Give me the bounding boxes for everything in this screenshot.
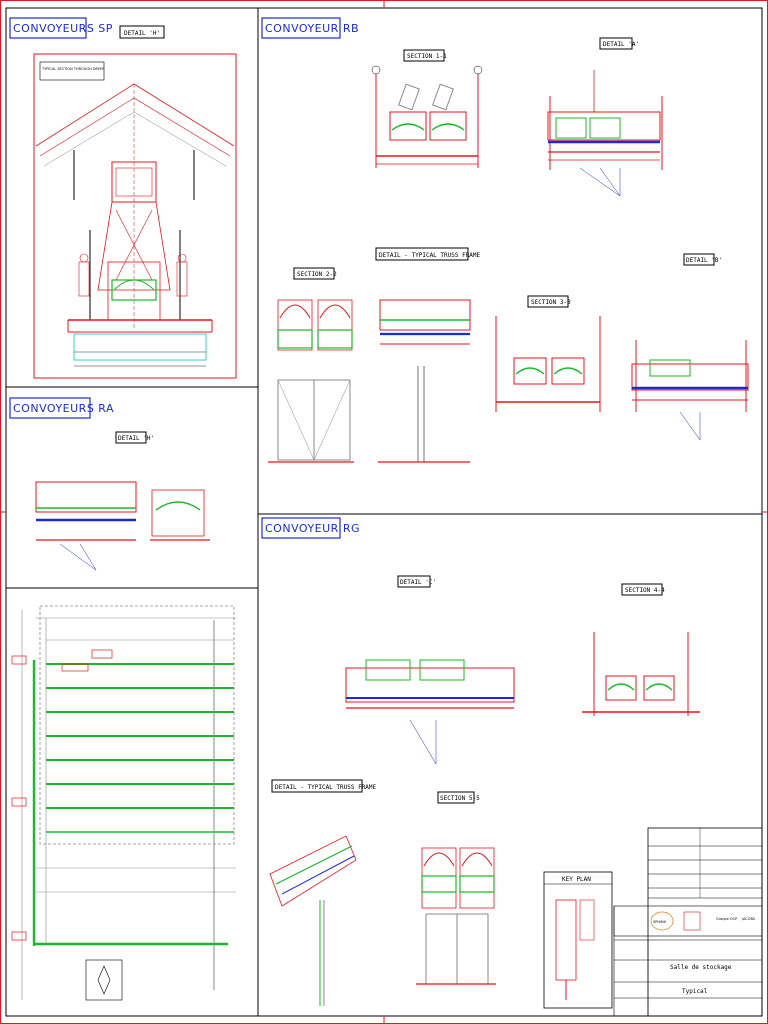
- rg-detail-c-title: DETAIL 'C': [400, 579, 436, 586]
- logo-sphinx: SPHINX: [653, 920, 667, 924]
- rb-detail-a-title: DETAIL 'A': [603, 41, 639, 48]
- sp-dryer-section: DETAIL 'H' TYPICAL SECTION THROUGH DRYER: [33, 25, 237, 379]
- section-header-rb: CONVOYEUR RB: [261, 17, 359, 39]
- rg-truss-frame: DETAIL - TYPICAL TRUSS FRAME: [269, 779, 377, 1006]
- rb-truss-title: DETAIL - TYPICAL TRUSS FRAME: [379, 252, 481, 259]
- rg-section-4: SECTION 4-4: [582, 583, 700, 716]
- ra-detail: DETAIL 'H': [35, 431, 210, 571]
- section-title-rg: CONVOYEUR RG: [265, 522, 360, 535]
- rb-truss-frame: DETAIL - TYPICAL TRUSS FRAME: [375, 247, 481, 463]
- key-plan: KEY PLAN: [543, 871, 613, 1009]
- section-header-sp: CONVOYEURS SP: [9, 17, 113, 39]
- rg-detail-c: DETAIL 'C': [345, 575, 515, 765]
- rb-section-3: SECTION 3-3: [495, 295, 601, 412]
- sp-note: TYPICAL SECTION THROUGH DRYER: [41, 67, 105, 71]
- ra-detail-title: DETAIL 'H': [118, 435, 154, 442]
- key-plan-title: KEY PLAN: [562, 876, 591, 883]
- rg-section-5-title: SECTION 5-5: [440, 795, 480, 802]
- section-title-rb: CONVOYEUR RB: [265, 22, 359, 35]
- drawing-title: Salle de stockage: [670, 964, 732, 971]
- section-header-ra: CONVOYEURS RA: [9, 397, 114, 419]
- sp-detail-title: DETAIL 'H': [124, 30, 160, 37]
- rg-section-4-title: SECTION 4-4: [625, 587, 665, 594]
- section-header-rg: CONVOYEUR RG: [261, 517, 360, 539]
- client-logo: [683, 911, 701, 931]
- north-arrow-icon: [97, 965, 111, 995]
- rb-section-2: SECTION 2-2: [268, 267, 354, 463]
- logo-jacobs: JACOBS: [741, 917, 756, 921]
- logo-ocp: Groupe OCP: [716, 917, 737, 921]
- rg-truss-title: DETAIL - TYPICAL TRUSS FRAME: [275, 784, 377, 791]
- rb-section-1: SECTION 1-1: [371, 49, 483, 168]
- rb-section-1-title: SECTION 1-1: [407, 53, 447, 60]
- title-block: SPHINX Groupe OCP JACOBS Salle de stocka…: [613, 827, 763, 1017]
- general-plan: [11, 605, 236, 1001]
- rb-section-3-title: SECTION 3-3: [531, 299, 571, 306]
- section-title-sp: CONVOYEURS SP: [13, 22, 113, 35]
- sphinx-logo: [650, 911, 674, 931]
- section-title-ra: CONVOYEURS RA: [13, 402, 114, 415]
- drawing-subtitle: Typical: [682, 988, 708, 995]
- rg-section-5: SECTION 5-5: [416, 791, 496, 985]
- rb-detail-b-title: DETAIL 'B': [686, 257, 722, 264]
- rb-section-2-title: SECTION 2-2: [297, 271, 337, 278]
- rb-detail-b: DETAIL 'B': [631, 253, 749, 441]
- rb-detail-a: DETAIL 'A': [547, 37, 663, 197]
